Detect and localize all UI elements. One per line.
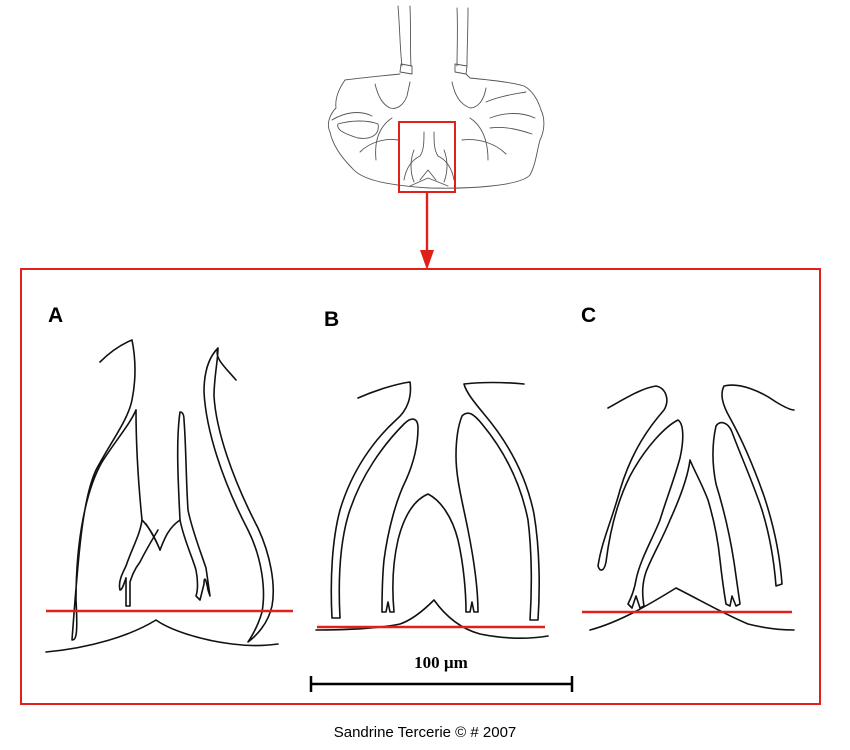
scale-bar-label: 100 µm: [414, 653, 468, 672]
panel-label-c: C: [581, 304, 596, 327]
panel-label-b: B: [324, 308, 339, 331]
panel-a-drawing: [45, 339, 279, 653]
zoom-arrow-head: [420, 250, 434, 270]
panel-b-drawing: [315, 381, 549, 639]
detail-frame: [20, 268, 821, 705]
image-credit: Sandrine Tercerie © # 2007: [333, 724, 517, 741]
overview-sketch: [327, 5, 545, 189]
scale-bar: 100 µm: [309, 653, 574, 692]
panel-c-drawing: [589, 384, 795, 631]
panel-label-a: A: [48, 304, 63, 327]
